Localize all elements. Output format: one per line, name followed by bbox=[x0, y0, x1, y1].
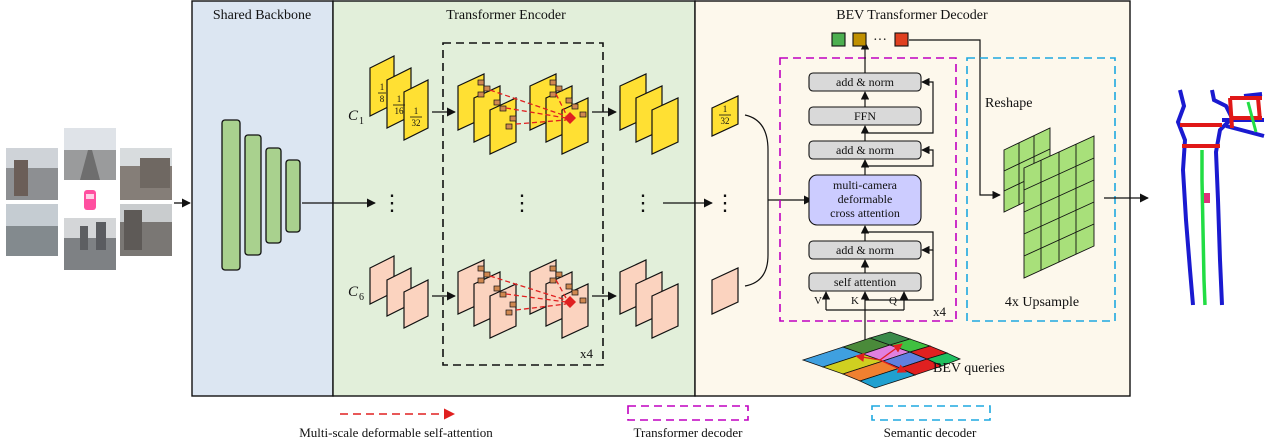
c1-attention-stack-1 bbox=[457, 73, 517, 155]
token-ellipsis: ··· bbox=[873, 33, 887, 48]
backbone-title: Shared Backbone bbox=[213, 8, 311, 23]
feature-merge-brace bbox=[744, 114, 769, 287]
token-2 bbox=[852, 32, 867, 47]
c6-subscript: 6 bbox=[359, 292, 364, 303]
backbone-block-2 bbox=[244, 134, 262, 256]
c1-feature-stack bbox=[369, 55, 429, 141]
legend-msda-label: Multi-scale deformable self-attention bbox=[299, 425, 493, 440]
c6-attention-arrows bbox=[489, 275, 567, 311]
c1-label: C bbox=[348, 108, 359, 124]
flattened-fraction: 1 32 bbox=[719, 104, 731, 126]
c6-attention-stack-1 bbox=[457, 259, 517, 339]
scale-fractions-c1: 1 8 1 16 1 32 bbox=[378, 82, 422, 128]
backbone-blocks bbox=[221, 119, 301, 271]
ped-crossing-red bbox=[1180, 96, 1262, 148]
bev-grid-large bbox=[1023, 135, 1095, 279]
c1-sampling-points bbox=[477, 79, 587, 130]
input-camera-images bbox=[6, 128, 172, 270]
svg-text:V: V bbox=[814, 295, 822, 307]
upsample-label: 4x Upsample bbox=[1005, 295, 1079, 310]
ego-car-marker bbox=[1204, 193, 1210, 203]
road-boundary-blue bbox=[1175, 89, 1195, 306]
c1-query-point bbox=[564, 112, 576, 124]
decoder-title: BEV Transformer Decoder bbox=[836, 8, 988, 23]
svg-text:FFN: FFN bbox=[854, 109, 876, 123]
c1-attention-arrows bbox=[489, 89, 567, 125]
svg-text:16: 16 bbox=[395, 106, 405, 116]
svg-text:add & norm: add & norm bbox=[836, 243, 895, 257]
c6-output-stack bbox=[619, 259, 679, 339]
svg-text:K: K bbox=[851, 295, 859, 307]
c6-attention-stack-2 bbox=[529, 259, 589, 339]
svg-text:Q: Q bbox=[889, 295, 897, 307]
bev-queries-label: BEV queries bbox=[933, 361, 1005, 376]
svg-text:cross attention: cross attention bbox=[830, 206, 900, 220]
decoder-repeat-label: x4 bbox=[933, 304, 947, 319]
c1-output-stack bbox=[619, 73, 679, 155]
svg-text:8: 8 bbox=[380, 94, 385, 104]
vkq-inputs: V K Q bbox=[814, 291, 909, 340]
legend-transformer-decoder-label: Transformer decoder bbox=[634, 425, 744, 440]
svg-text:self attention: self attention bbox=[834, 275, 896, 289]
svg-text:1: 1 bbox=[397, 94, 402, 104]
backbone-block-1 bbox=[221, 119, 241, 271]
svg-text:32: 32 bbox=[412, 118, 421, 128]
token-1 bbox=[831, 32, 846, 47]
svg-text:add & norm: add & norm bbox=[836, 143, 895, 157]
legend: Multi-scale deformable self-attention Tr… bbox=[299, 405, 991, 440]
svg-text:add & norm: add & norm bbox=[836, 75, 895, 89]
c6-query-point bbox=[564, 296, 576, 308]
lane-divider-green bbox=[1200, 150, 1207, 306]
bev-queries-grid bbox=[801, 331, 962, 389]
shared-backbone-panel bbox=[191, 0, 334, 397]
ellipsis-input: ⋮ bbox=[381, 190, 403, 215]
legend-semantic-decoder-swatch bbox=[871, 405, 991, 421]
flattened-feature-large bbox=[711, 267, 739, 315]
flattened-feature-small bbox=[711, 95, 739, 137]
output-semantic-map bbox=[1154, 88, 1265, 306]
svg-text:32: 32 bbox=[721, 116, 730, 126]
reshape-label: Reshape bbox=[985, 96, 1032, 111]
ellipsis-output: ⋮ bbox=[632, 190, 654, 215]
backbone-block-3 bbox=[265, 147, 282, 244]
svg-text:1: 1 bbox=[723, 104, 728, 114]
transformer-decoder-box bbox=[779, 57, 957, 322]
encoder-repeat-box bbox=[442, 42, 604, 366]
svg-text:deformable: deformable bbox=[838, 192, 893, 206]
decoder-ellipsis: ⋮ bbox=[714, 190, 736, 215]
encoder-repeat-label: x4 bbox=[580, 346, 594, 361]
legend-transformer-decoder-swatch bbox=[627, 405, 749, 421]
ellipsis-attention: ⋮ bbox=[511, 190, 533, 215]
encoder-title: Transformer Encoder bbox=[446, 8, 566, 23]
svg-text:1: 1 bbox=[414, 106, 419, 116]
ego-car-icon bbox=[84, 190, 96, 210]
svg-text:multi-camera: multi-camera bbox=[833, 178, 898, 192]
token-last bbox=[894, 32, 909, 47]
c1-subscript: 1 bbox=[359, 116, 364, 127]
legend-semantic-decoder-label: Semantic decoder bbox=[884, 425, 977, 440]
c6-sampling-points bbox=[477, 265, 587, 316]
bev-query-offset-arrows bbox=[855, 343, 907, 373]
semantic-decoder-box bbox=[966, 57, 1116, 322]
reshape-connector bbox=[909, 39, 1001, 200]
output-tokens bbox=[831, 32, 909, 47]
svg-text:1: 1 bbox=[380, 82, 385, 92]
residual-connections bbox=[865, 77, 934, 301]
c6-feature-stack bbox=[369, 255, 429, 329]
backbone-block-4 bbox=[285, 159, 301, 233]
c6-label: C bbox=[348, 284, 359, 300]
decoder-blocks: add & norm FFN add & norm multi-camera d… bbox=[808, 72, 922, 292]
